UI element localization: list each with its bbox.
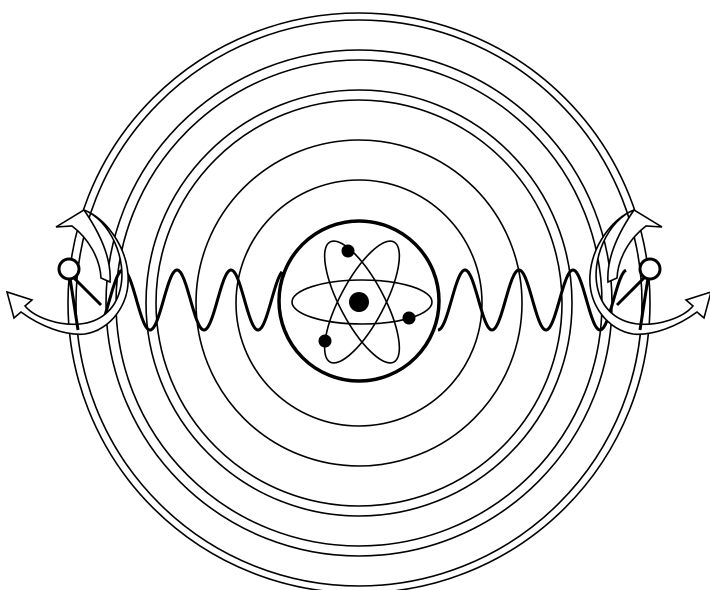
nucleus: [349, 292, 369, 312]
electron-3: [319, 335, 332, 348]
left-antenna-rod-2: [74, 278, 101, 305]
right-antenna-ball: [640, 259, 660, 279]
electron-1: [342, 245, 355, 258]
electron-2: [403, 312, 416, 325]
right-antenna-rod-2: [617, 278, 644, 305]
left-antenna-ball: [59, 259, 79, 279]
